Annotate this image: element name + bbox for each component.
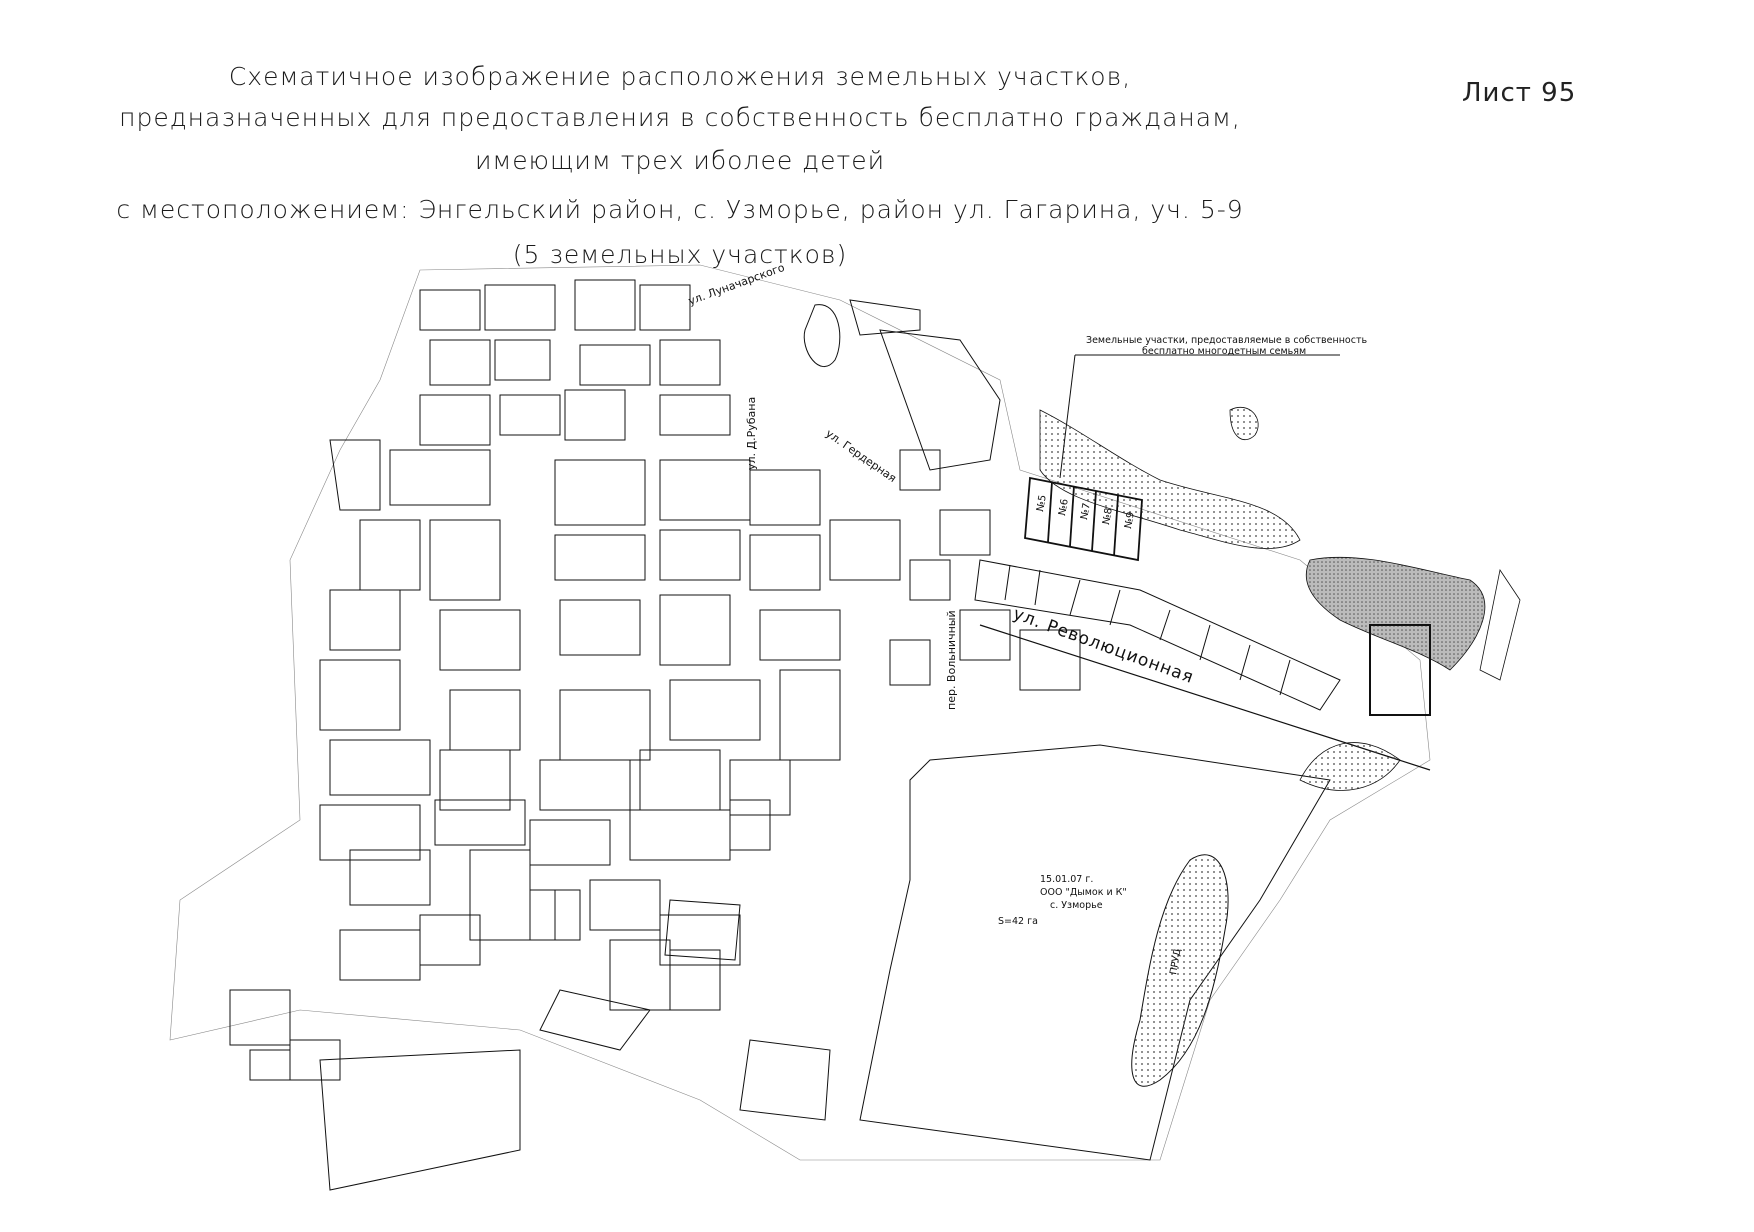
plot-row xyxy=(1047,481,1119,557)
plot-labels: №5 №6 №7 №8 №9 xyxy=(1035,494,1137,529)
settlement-boundary xyxy=(169,264,1431,1161)
plot-label-6: №6 xyxy=(1057,498,1071,516)
plot-label-8: №8 xyxy=(1101,507,1115,525)
pond-label: ПРУД xyxy=(1168,948,1183,976)
parcel-field xyxy=(859,744,1331,1161)
sheet-number: Лист 95 xyxy=(1462,78,1577,108)
revolyutsionnaya-parcels xyxy=(974,559,1431,771)
street-rubana: ул. Д.Рубана xyxy=(745,397,758,470)
legend-callout: Земельные участки, предоставляемые в соб… xyxy=(1059,335,1367,479)
water-body xyxy=(1305,556,1486,671)
pond xyxy=(1131,854,1229,1087)
title-line-3: имеющим трех иболее детей xyxy=(474,146,886,175)
lake-right xyxy=(1479,568,1521,681)
legend-text-1: Земельные участки, предоставляемые в соб… xyxy=(1086,335,1367,346)
oval-area xyxy=(803,304,841,367)
sand-area xyxy=(1039,409,1301,549)
parcel-note: 15.01.07 г. ООО "Дымок и К" с. Узморье S… xyxy=(998,874,1127,927)
plot-label-7: №7 xyxy=(1079,502,1093,520)
title-line-1: Схематичное изображение расположения зем… xyxy=(228,62,1132,91)
title-line-2: предназначенных для предоставления в соб… xyxy=(119,103,1241,132)
island xyxy=(1229,406,1259,440)
street-lunacharskogo: ул. Луначарского xyxy=(687,261,787,308)
residential-blocks xyxy=(229,279,1081,1191)
plot-label-9: №9 xyxy=(1123,511,1137,529)
note-area: S=42 га xyxy=(998,916,1038,927)
note-owner: ООО "Дымок и К" xyxy=(1040,887,1127,898)
street-volnichnyy: пер. Вольничный xyxy=(945,610,958,710)
title-line-5: (5 земельных участков) xyxy=(512,240,848,269)
plot-label-5: №5 xyxy=(1035,494,1049,512)
street-revolyutsionnaya: ул. Революционная xyxy=(1010,604,1196,688)
highlighted-plots xyxy=(1024,476,1143,562)
note-village: с. Узморье xyxy=(1050,900,1103,911)
legend-text-2: бесплатно многодетным семьям xyxy=(1142,346,1306,357)
right-plot xyxy=(1369,624,1431,716)
street-gerdernaya: ул. Гердерная xyxy=(823,427,898,485)
note-date: 15.01.07 г. xyxy=(1040,874,1093,885)
title-line-4: с местоположением: Энгельский район, с. … xyxy=(116,195,1244,224)
shore-strip xyxy=(1299,742,1401,791)
